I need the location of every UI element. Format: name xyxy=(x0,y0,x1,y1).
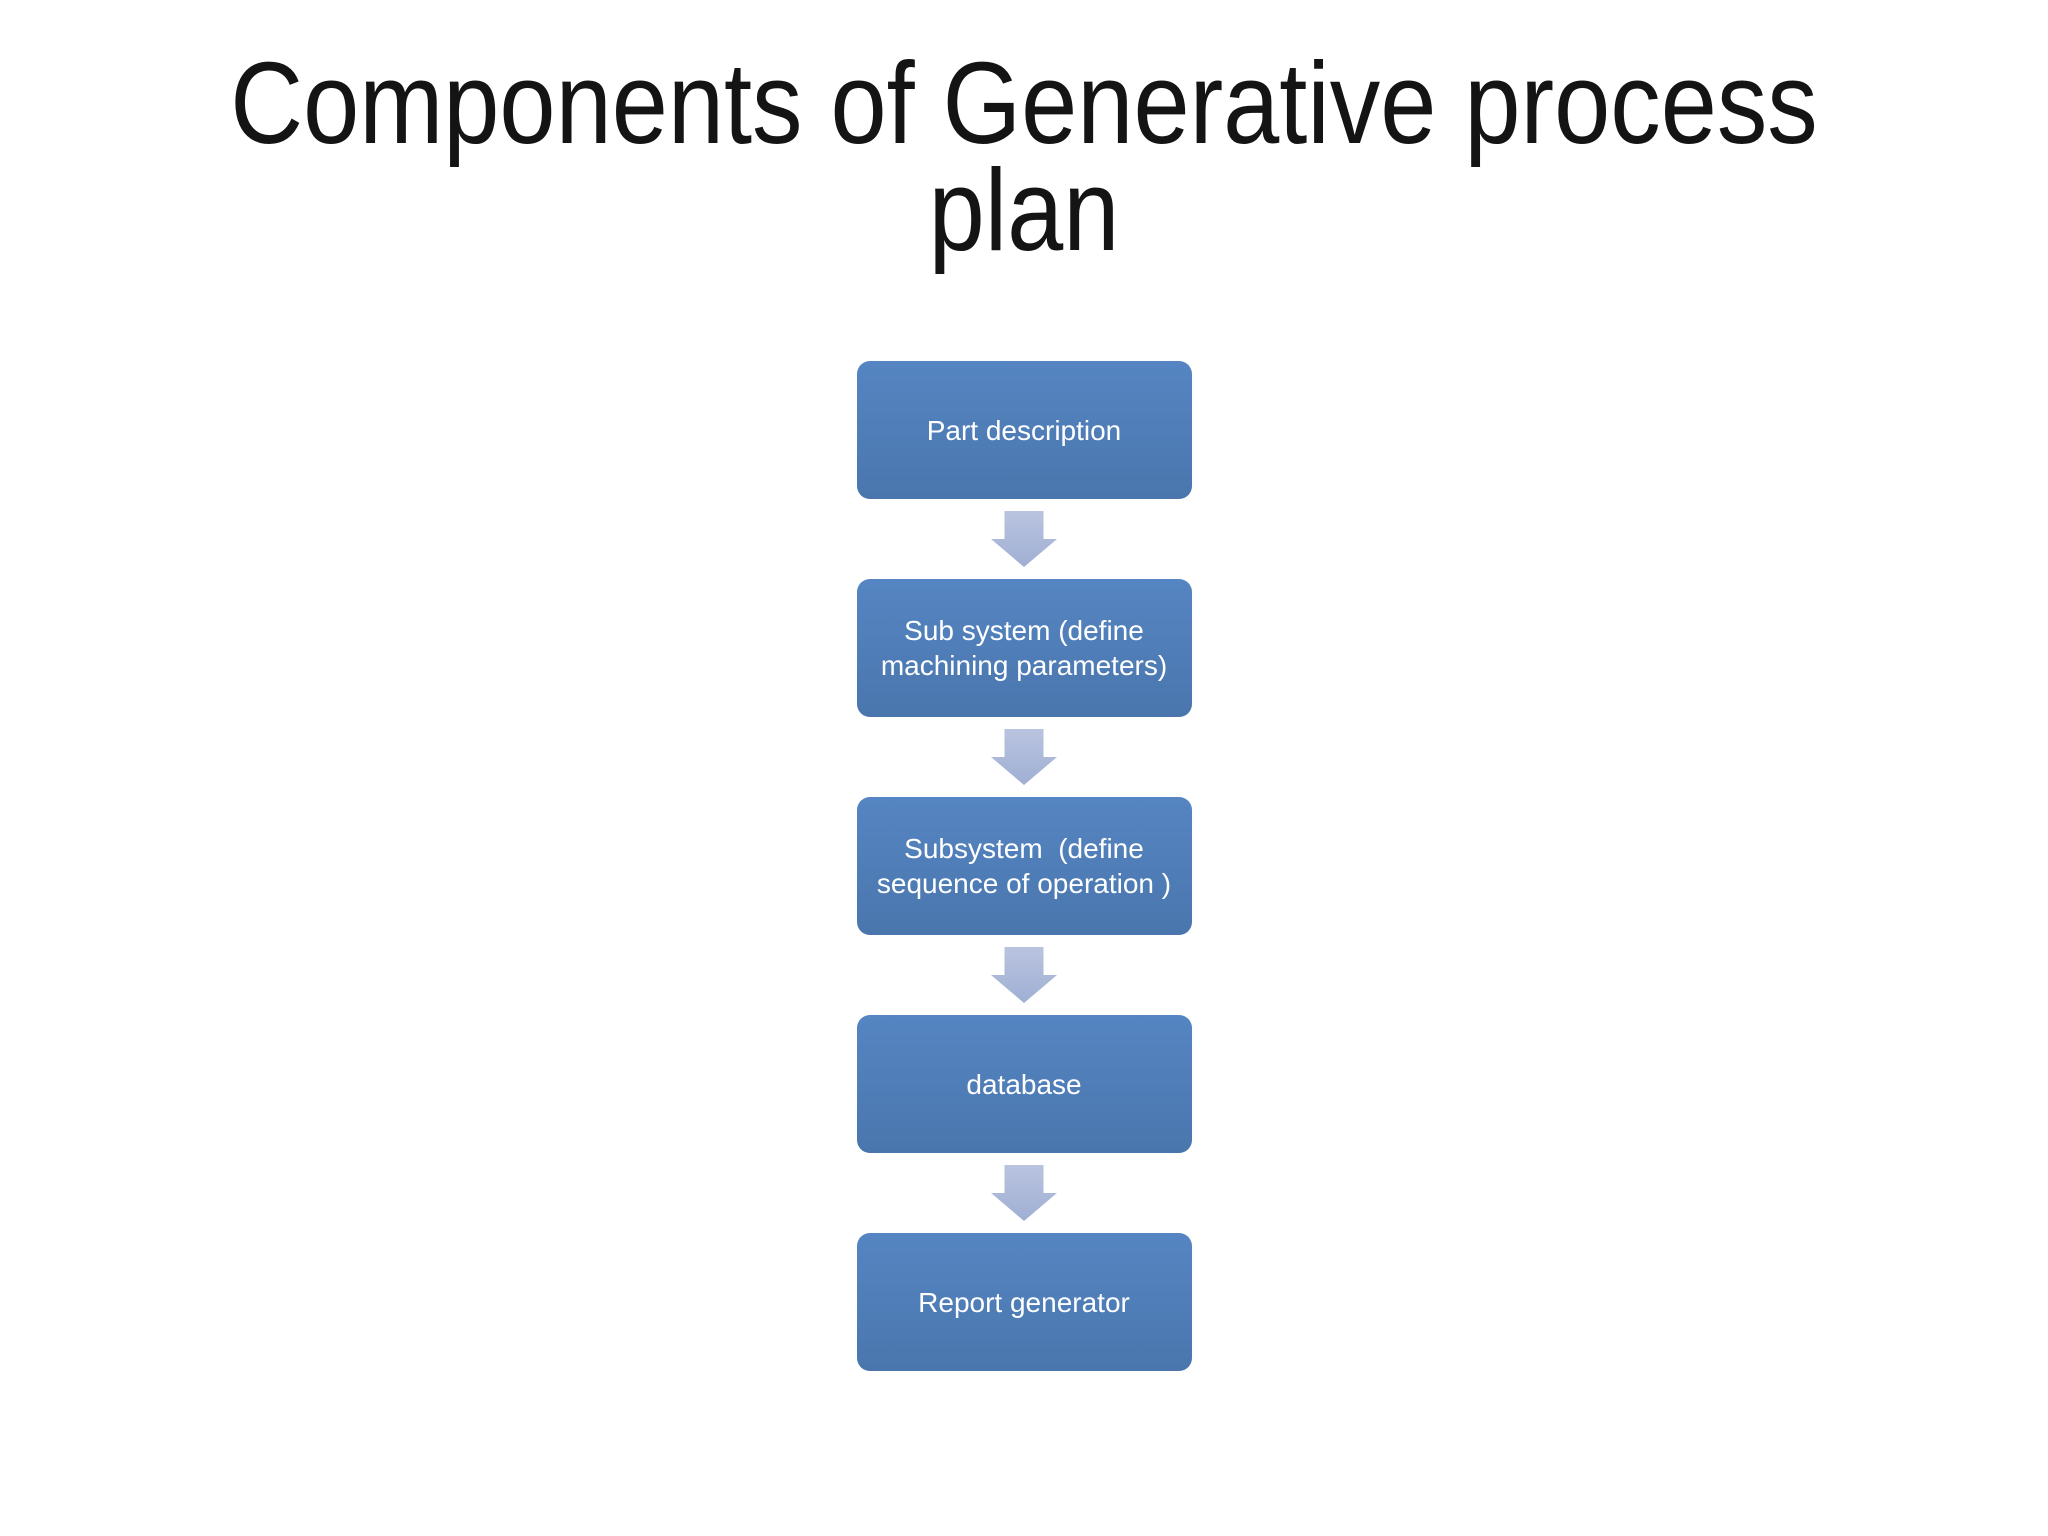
flow-step-label: Sub system (define machining parameters) xyxy=(880,615,1168,681)
flow-step-label: database xyxy=(966,1068,1082,1100)
flow-step-box: Report generator xyxy=(856,1233,1192,1371)
flow-step-label: Part description xyxy=(926,414,1122,446)
flow-step-box: Sub system (define machining parameters) xyxy=(856,579,1192,717)
arrow-down-icon xyxy=(991,729,1057,785)
flow-step-label: Subsystem (define sequence of operation … xyxy=(876,833,1172,899)
flow-step-box: database xyxy=(856,1015,1192,1153)
slide-title: Components of Generative process plan xyxy=(230,38,1818,275)
arrow-down-icon xyxy=(991,1165,1057,1221)
arrow-down-icon xyxy=(991,511,1057,567)
flow-step-box: Subsystem (define sequence of operation … xyxy=(856,797,1192,935)
flow-step-box: Part description xyxy=(856,361,1192,499)
arrow-down-icon xyxy=(991,947,1057,1003)
flow-step-label: Report generator xyxy=(918,1286,1130,1318)
